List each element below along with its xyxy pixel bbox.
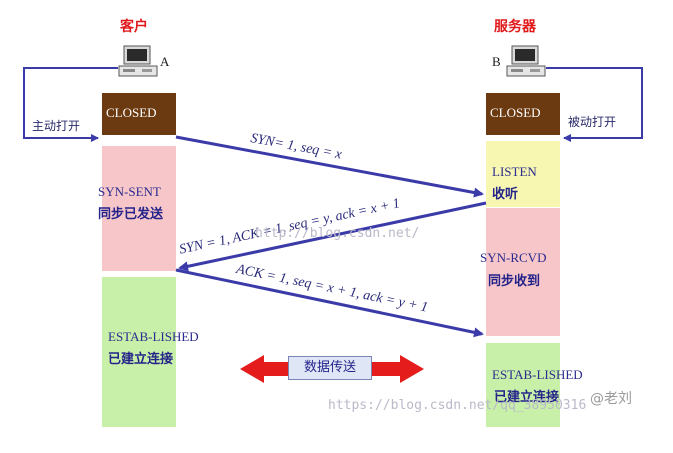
server-closed-box: CLOSED [486, 93, 560, 135]
client-established-label: ESTAB-LISHED [108, 329, 199, 344]
passive-open-label: 被动打开 [568, 115, 617, 129]
syn-ack-arrow [178, 201, 487, 272]
server-closed-label: CLOSED [490, 105, 541, 120]
client-title: 客户 [120, 19, 148, 35]
client-established-cn: 已建立连接 [108, 352, 174, 367]
client-closed-box: CLOSED [102, 93, 176, 135]
active-open-label: 主动打开 [32, 119, 81, 133]
server-listen-label: LISTEN [492, 164, 537, 179]
client-computer-icon [118, 45, 158, 77]
ack-arrow [175, 268, 484, 338]
watermark-center: http://blog.csdn.net/ [255, 226, 420, 241]
server-syn-rcvd-label: SYN-RCVD [480, 250, 547, 265]
server-established-box [486, 343, 560, 427]
server-syn-rcvd-cn: 同步收到 [488, 274, 541, 289]
active-open-loop [23, 67, 118, 142]
client-established-box [102, 277, 176, 427]
server-listen-cn: 收听 [492, 187, 519, 202]
client-syn-sent-cn: 同步已发送 [98, 207, 164, 222]
client-closed-label: CLOSED [106, 105, 157, 120]
client-syn-sent-box [102, 146, 176, 271]
server-letter: B [492, 54, 501, 69]
server-computer-icon [506, 45, 546, 77]
watermark-author: @老刘 [590, 391, 632, 407]
server-established-cn: 已建立连接 [494, 390, 560, 405]
server-listen-box [486, 141, 560, 207]
server-syn-rcvd-box [486, 208, 560, 336]
passive-open-loop [546, 67, 643, 142]
watermark-bottom: https://blog.csdn.net/qq_38950316 [328, 398, 587, 413]
data-transfer-box: 数据传送 [288, 356, 372, 380]
client-letter: A [160, 54, 170, 69]
server-title: 服务器 [494, 19, 536, 35]
syn-arrow [175, 135, 484, 198]
server-established-label: ESTAB-LISHED [492, 367, 583, 382]
client-syn-sent-label: SYN-SENT [98, 184, 161, 199]
